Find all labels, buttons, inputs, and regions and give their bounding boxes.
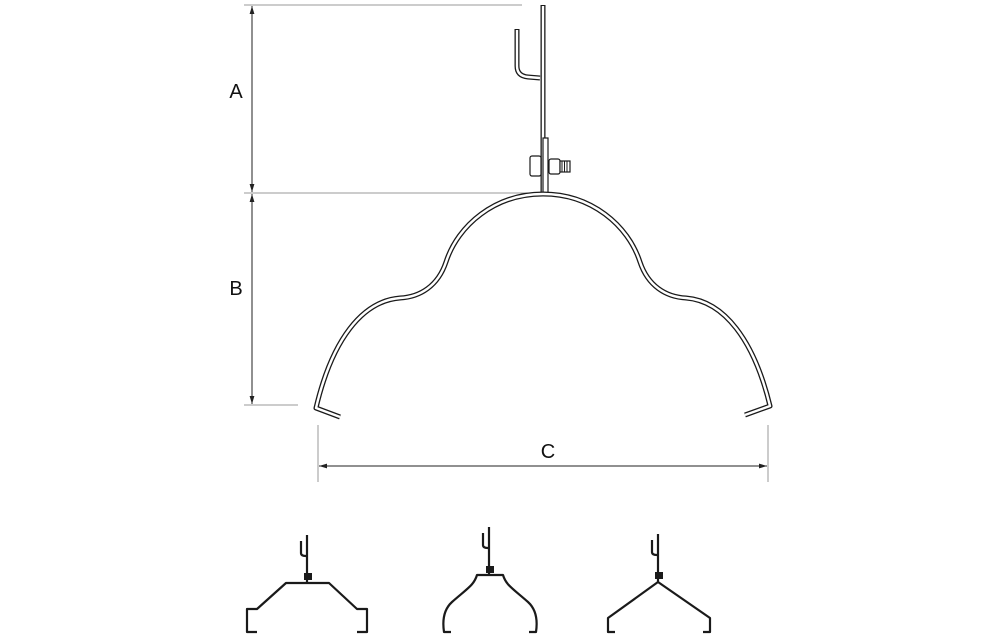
extension-lines <box>244 4 769 482</box>
dimension-label-c: C <box>541 441 555 463</box>
main-bracket <box>313 5 773 420</box>
dimension-label-b: B <box>229 278 242 300</box>
nut <box>529 155 542 177</box>
variant-curved-bracket <box>442 527 538 634</box>
dimension-label-a: A <box>229 81 243 103</box>
variant-trapezoid-bracket <box>245 535 369 634</box>
variant-v-bracket <box>606 534 712 634</box>
